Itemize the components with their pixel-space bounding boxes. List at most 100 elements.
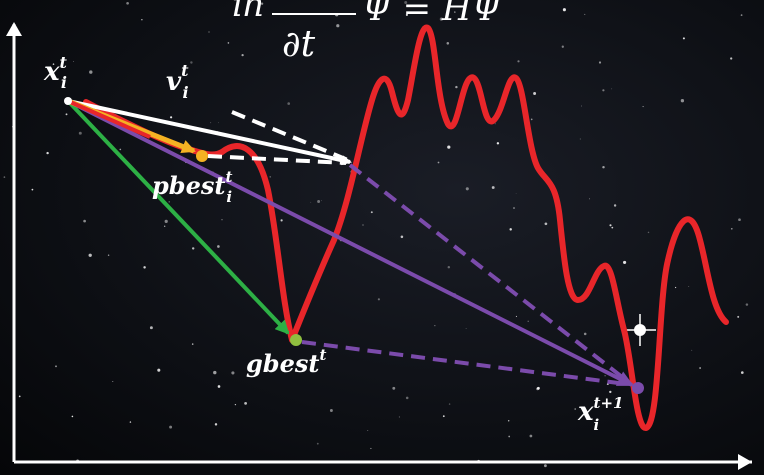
star: [561, 45, 564, 48]
star: [491, 186, 495, 189]
star: [604, 375, 606, 377]
star: [583, 332, 587, 336]
star: [730, 57, 733, 60]
star: [143, 266, 146, 269]
star: [446, 42, 450, 45]
star: [533, 92, 537, 95]
result-arrow: [67, 99, 634, 387]
star: [434, 325, 436, 327]
star: [169, 116, 173, 119]
inertia-red-segment: [67, 99, 151, 139]
star: [316, 442, 319, 445]
star: [682, 37, 685, 40]
star: [515, 315, 517, 317]
star: [190, 61, 193, 64]
star: [442, 415, 445, 418]
star: [244, 402, 247, 405]
star: [18, 395, 21, 398]
star: [494, 123, 496, 125]
schrodinger-equation: iħ ∂t Ψ = HΨ: [232, 0, 503, 65]
star: [562, 8, 566, 12]
gbest-point: [290, 334, 302, 346]
star: [392, 386, 396, 390]
star: [370, 211, 373, 214]
star: [398, 416, 400, 418]
star: [221, 219, 223, 221]
star: [579, 138, 581, 140]
star: [210, 122, 212, 124]
star: [73, 61, 75, 62]
star: [507, 420, 510, 422]
star: [405, 396, 409, 400]
star: [448, 403, 451, 405]
star: [241, 53, 244, 57]
star: [141, 19, 143, 21]
star: [208, 31, 210, 33]
star: [3, 176, 6, 178]
equation-denominator: ∂t: [282, 24, 316, 65]
star: [544, 222, 548, 226]
objective-curve: [83, 24, 729, 431]
star: [362, 224, 364, 226]
star: [609, 224, 612, 227]
star: [447, 145, 451, 149]
star: [517, 60, 520, 63]
star: [437, 161, 440, 164]
star: [88, 253, 92, 257]
star: [496, 142, 500, 145]
current-position-point: [64, 97, 72, 105]
star: [46, 151, 49, 155]
star: [107, 254, 110, 257]
star: [317, 200, 321, 203]
star: [227, 42, 230, 44]
star: [730, 227, 733, 230]
gbest-arrow: [66, 99, 290, 335]
star: [598, 61, 602, 64]
star: [260, 2, 264, 5]
star: [589, 198, 590, 200]
star: [191, 247, 195, 250]
bright-star: [624, 314, 656, 346]
star: [191, 343, 194, 345]
star: [515, 193, 517, 194]
star: [112, 381, 114, 383]
star: [217, 245, 220, 248]
star: [129, 421, 132, 423]
star: [455, 85, 458, 89]
star: [234, 403, 237, 406]
star: [31, 188, 34, 191]
star: [52, 63, 55, 65]
star: [465, 328, 467, 330]
star: [89, 70, 93, 74]
star: [439, 17, 444, 21]
star: [419, 11, 422, 13]
star: [55, 365, 57, 368]
star: [214, 423, 218, 426]
star: [508, 435, 511, 438]
star: [164, 219, 168, 223]
star: [447, 265, 451, 269]
star: [287, 102, 291, 105]
star: [740, 14, 743, 16]
star: [680, 99, 685, 103]
star: [613, 204, 617, 207]
star: [513, 207, 515, 209]
star: [310, 201, 312, 203]
starfield: [3, 1, 749, 468]
pbest-dashed-guide: [207, 154, 347, 165]
star: [83, 219, 86, 223]
star: [217, 385, 221, 388]
star: [699, 367, 701, 369]
next-position-point: [632, 382, 644, 394]
star: [126, 1, 129, 5]
star: [609, 390, 612, 394]
star: [691, 349, 693, 351]
star: [78, 131, 82, 135]
star: [738, 218, 741, 222]
star: [602, 165, 605, 169]
